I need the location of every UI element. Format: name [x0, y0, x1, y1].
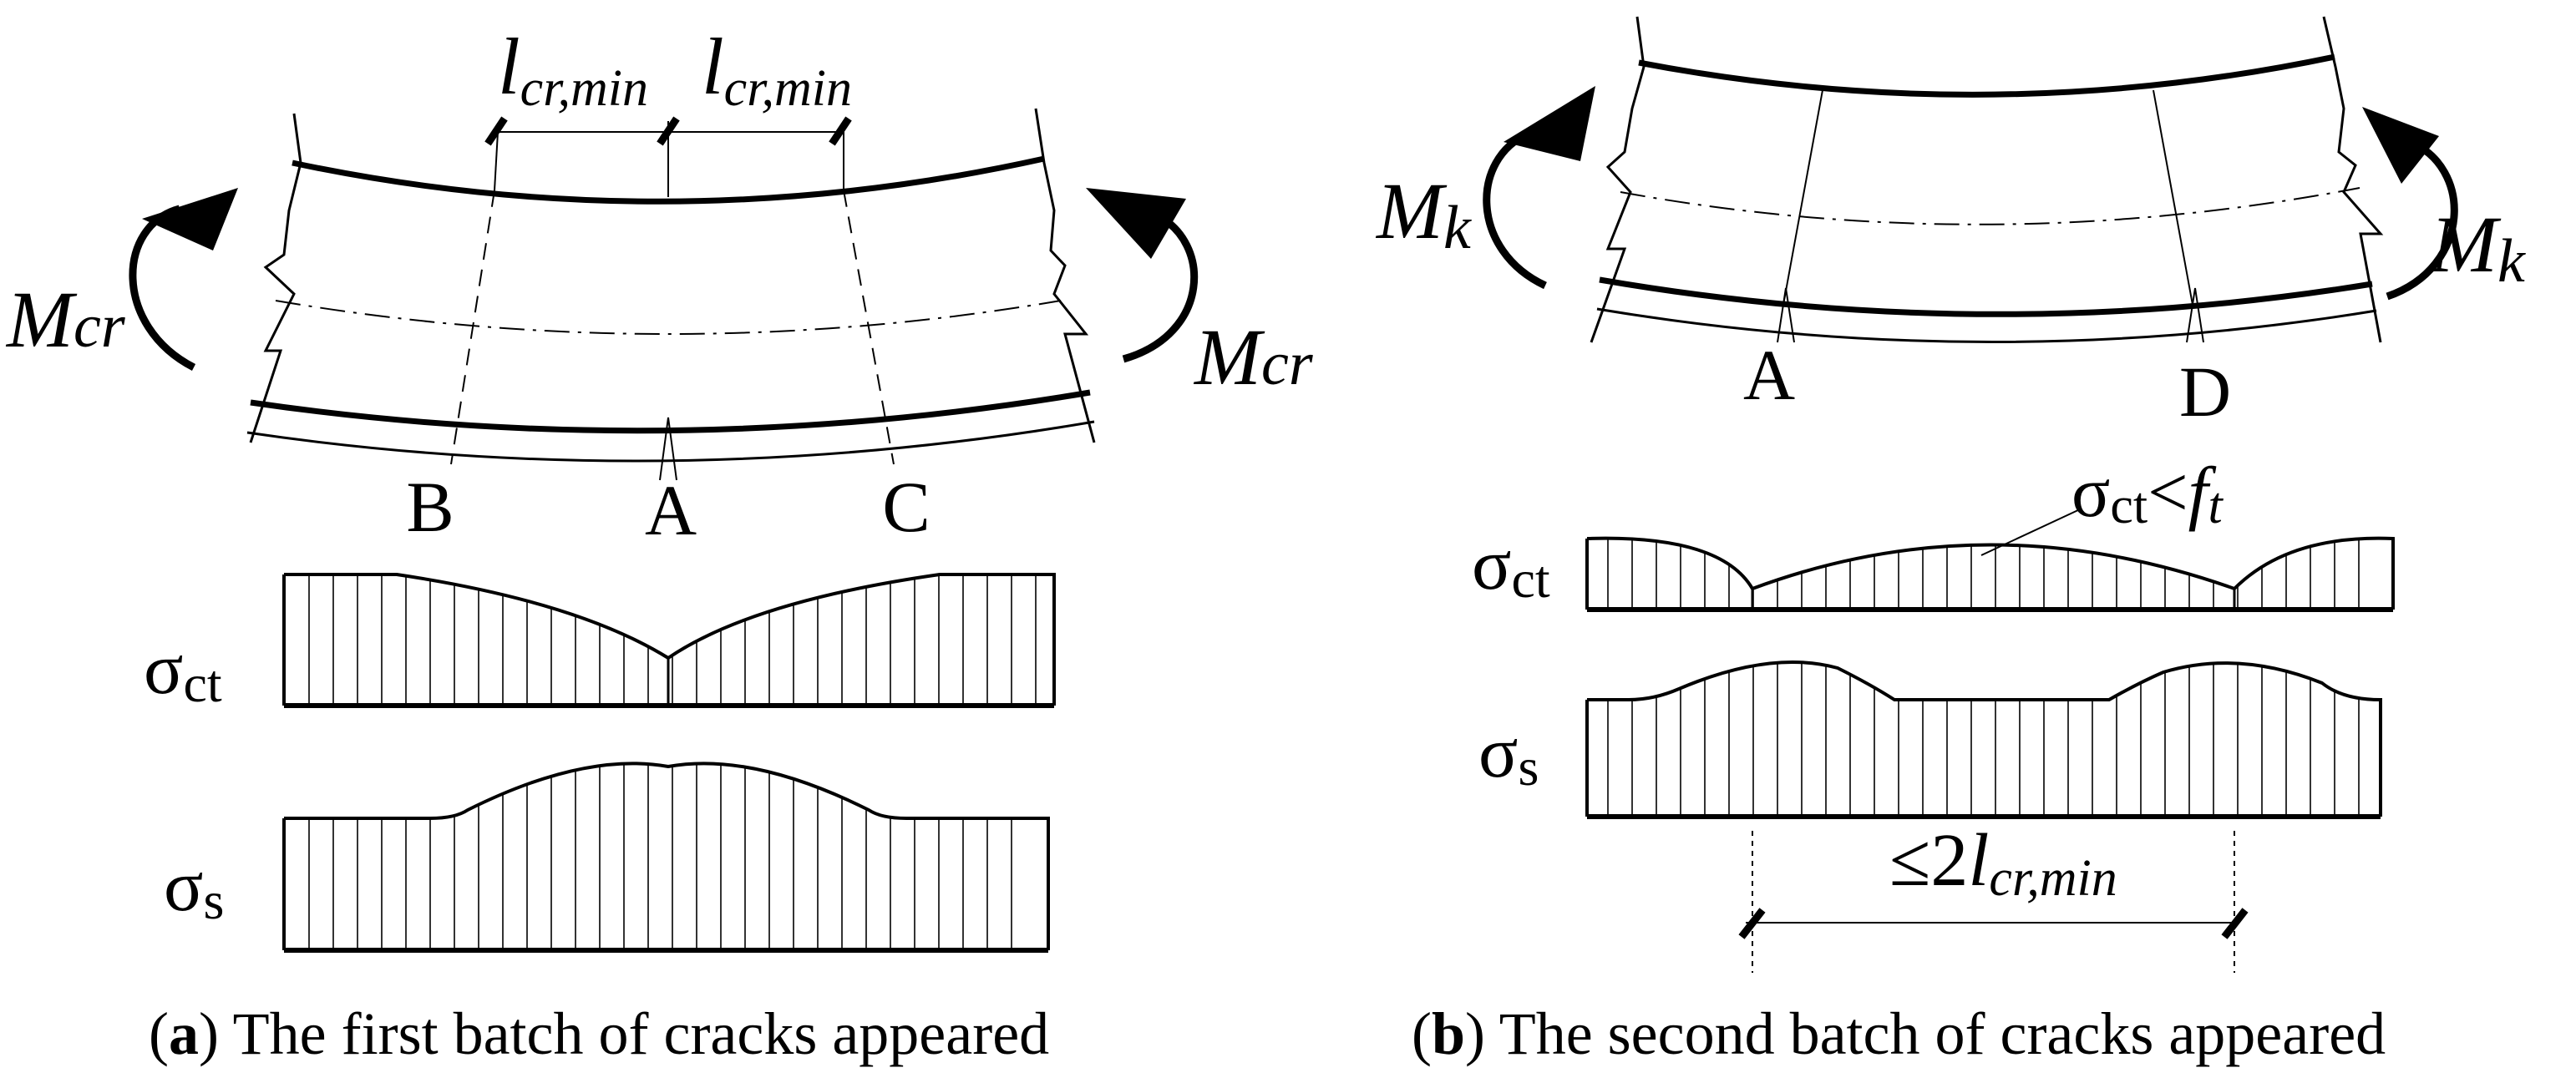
panel-a-crack-b [450, 190, 495, 465]
panel-b-sigma-ct-diagram [1585, 509, 2395, 612]
panel-b-neutral-axis [1620, 187, 2360, 225]
panel-b-crack-d-notch [2186, 287, 2204, 343]
panel-b-left-break-line [1590, 16, 1645, 343]
panel-a-crack-label-c: C [882, 467, 930, 547]
panel-a-moment-label-right: Mcr [1193, 312, 1314, 402]
panel-b-left-arrowhead [1504, 86, 1595, 161]
panel-a-ext-left [494, 131, 499, 191]
panel-a-left-break-line [249, 113, 302, 443]
panel-a-crack-label-b: B [406, 467, 454, 547]
panel-a-bottom-edge [250, 389, 1091, 434]
panel-b-annotation-leader [1980, 509, 2081, 556]
panel-b-reinforcement [1596, 307, 2377, 343]
panel-b-left-moment-arrow [1483, 129, 1547, 290]
panel-a-right-moment-arrow [1122, 211, 1199, 363]
panel-b-right-arrowhead [2362, 107, 2439, 184]
panel-a-tick-left [484, 116, 508, 146]
panel-b-sigma-s-hatching [1607, 662, 2360, 817]
panel-a-reinforcement [246, 420, 1095, 463]
panel-b-crack-d [2153, 89, 2193, 306]
panel-b-crack-label-d: D [2179, 352, 2231, 432]
panel-b-sigma-ct-outline [1586, 536, 2395, 610]
panel-b-crack-a [1782, 89, 1823, 306]
panel-a-sigma-s-diagram [282, 762, 1050, 953]
panel-a-sigma-ct-outline [284, 573, 1056, 706]
panel-b-caption: (b) The second batch of cracks appeared [1412, 1000, 2386, 1067]
panel-a-right-break-line [1034, 108, 1096, 443]
panel-a-neutral-axis [275, 300, 1062, 335]
panel-a-sigma-s-outline [284, 762, 1050, 950]
panel-a-right-arrowhead [1086, 188, 1186, 259]
panel-a-spacing-label-right: lcr,min [702, 22, 852, 117]
panel-a: lcr,min lcr,min Mcr Mcr B A C σct [5, 22, 1314, 1067]
panel-b-sigma-ct-hatching [1607, 538, 2360, 610]
panel-a-spacing-dimension [484, 116, 852, 191]
panel-b-sigma-s-diagram [1585, 660, 2382, 819]
panel-b-top-edge [1638, 53, 2335, 98]
panel-a-crack-c [843, 190, 895, 465]
panel-b-sigma-s-label: σs [1478, 712, 1539, 797]
panel-b-tick-right [2221, 908, 2249, 939]
panel-a-sigma-s-hatching [308, 763, 1012, 950]
panel-a-tick-mid [657, 116, 680, 146]
panel-a-moment-label-left: Mcr [5, 275, 126, 364]
panel-a-top-edge [292, 155, 1045, 205]
panel-a-left-arrowhead [142, 188, 238, 251]
panel-a-tick-right [829, 116, 852, 146]
panel-a-spacing-label-left: lcr,min [498, 22, 648, 117]
panel-a-sigma-ct-diagram [282, 573, 1056, 708]
panel-b-beam [1590, 16, 2384, 343]
panel-b-bottom-edge [1599, 276, 2373, 317]
panel-a-crack-label-a: A [645, 470, 697, 550]
panel-b-dimension-label: ≤2lcr,min [1889, 819, 2117, 907]
panel-b-annotation: σct<ft [2071, 452, 2224, 534]
panel-b-right-moment-arrow [2386, 138, 2458, 301]
panel-a-crack-a-notch [659, 417, 677, 481]
panel-a-sigma-s-label: σs [164, 846, 224, 930]
panel-a-sigma-ct-label: σct [144, 629, 222, 713]
panel-b-spacing-dimension [1738, 831, 2249, 973]
panel-b-sigma-ct-label: σct [1472, 524, 1550, 609]
panel-b-moment-label-left: Mk [1375, 166, 1472, 262]
panel-a-sigma-ct-hatching [308, 574, 1037, 706]
panel-b: Mk Mk A D σct σct<ft [1375, 16, 2526, 1067]
panel-b-crack-a-notch [1777, 287, 1795, 343]
panel-b-moment-label-right: Mk [2429, 200, 2526, 296]
panel-b-right-break-line [2322, 16, 2384, 343]
panel-b-crack-label-a: A [1743, 335, 1795, 415]
panel-b-tick-left [1738, 908, 1766, 939]
panel-a-beam [246, 108, 1096, 481]
panel-b-sigma-s-outline [1587, 660, 2382, 817]
panel-a-caption: (a) The first batch of cracks appeared [149, 1000, 1049, 1067]
